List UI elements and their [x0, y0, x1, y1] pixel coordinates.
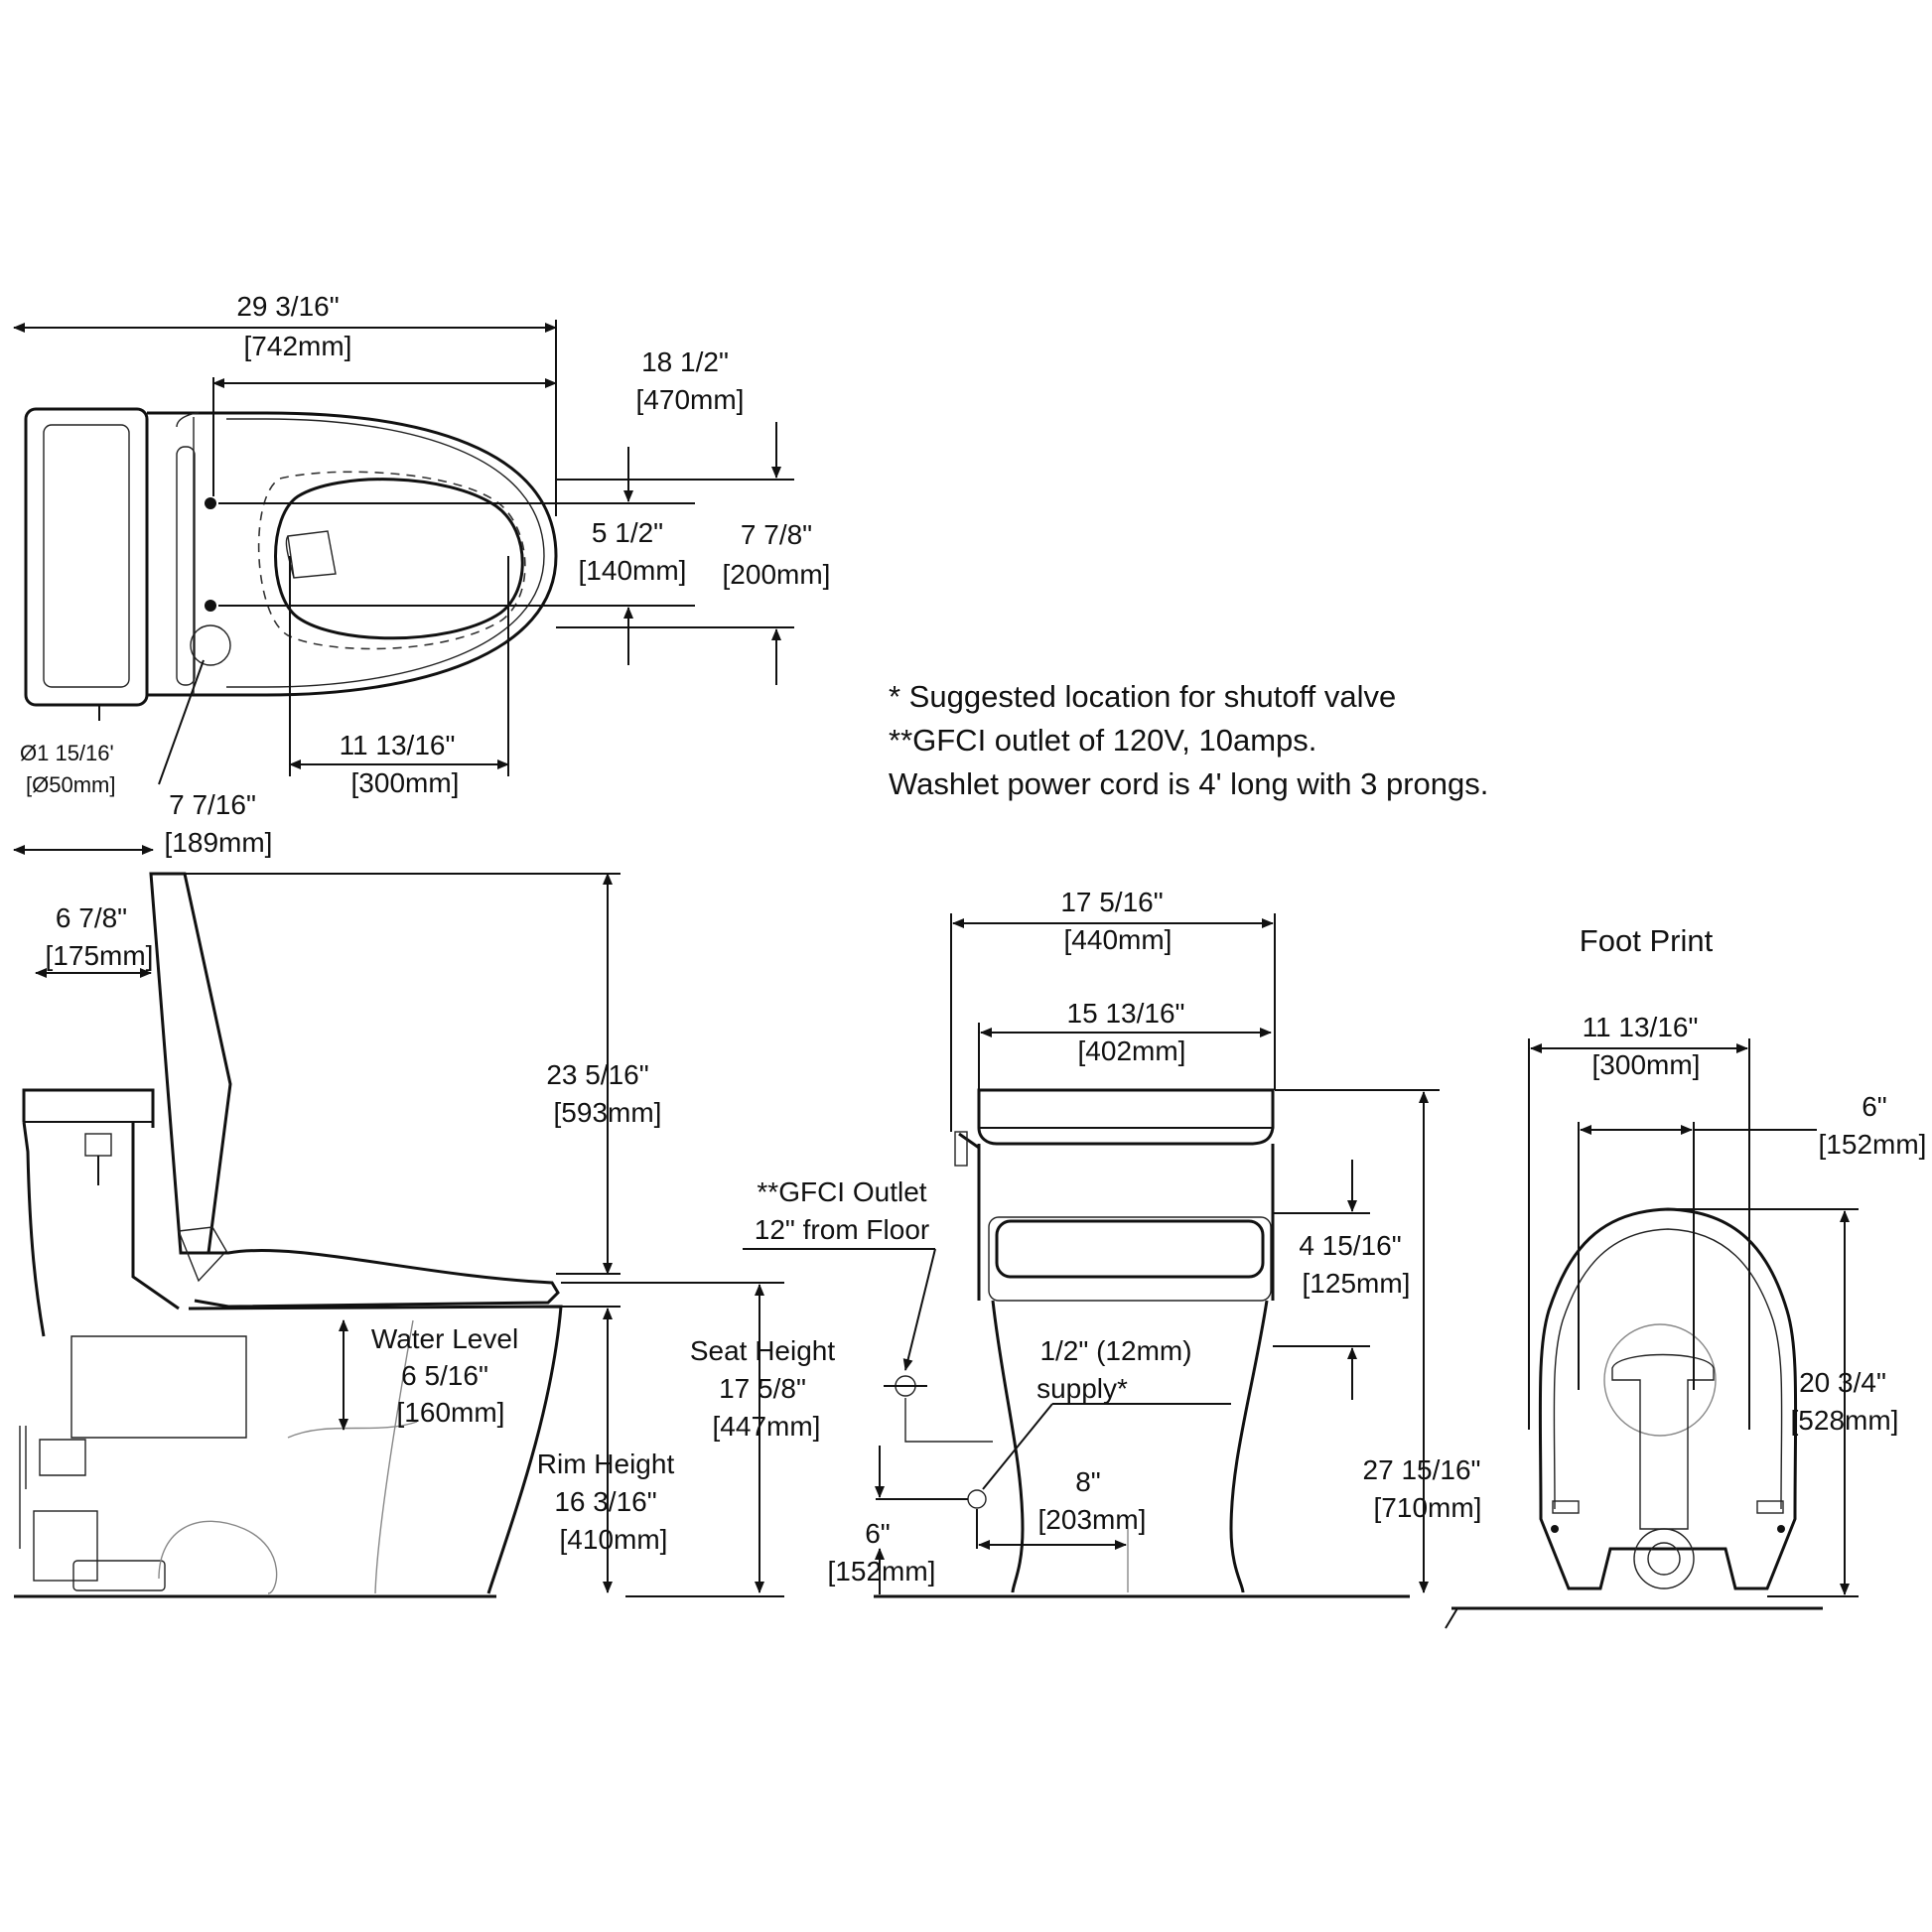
dim-rim-height-mm: [410mm]	[560, 1524, 668, 1555]
side-tank-lid	[22, 1088, 155, 1128]
side-seat	[194, 1249, 560, 1309]
dim-seat-height-in: 17 5/8"	[719, 1373, 806, 1404]
dim-bolt-spacing-in: 5 1/2"	[592, 517, 663, 548]
dim-tank-width-mm: [402mm]	[1078, 1035, 1186, 1066]
front-flush-lever	[954, 1131, 968, 1167]
dim-footprint-inner-mm: [152mm]	[1819, 1129, 1927, 1160]
side-bowl-front	[188, 1305, 563, 1594]
top-view: 29 3/16" [742mm] 18 1/2" [470mm] 5 1/2" …	[13, 291, 831, 798]
footprint-outline	[1538, 1207, 1798, 1590]
dim-tank-width-in: 15 13/16"	[1067, 998, 1185, 1029]
top-bowl-opening	[274, 478, 524, 640]
top-tank-lid	[43, 424, 130, 688]
dim-supply-offset-front-mm: [203mm]	[1038, 1504, 1147, 1535]
front-tank	[977, 1088, 1275, 1146]
top-seat-outline	[226, 418, 545, 688]
footprint-trap	[1603, 1323, 1717, 1437]
dim-supply-offset-in: 7 7/8"	[741, 519, 812, 550]
dim-footprint-length-mm: [528mm]	[1791, 1405, 1899, 1436]
front-seat	[995, 1219, 1265, 1279]
note-gfci-outlet: **GFCI outlet of 120V, 10amps.	[889, 723, 1316, 758]
dim-seat-gap-mm: [125mm]	[1303, 1268, 1411, 1299]
side-water-level	[287, 1421, 418, 1439]
footprint-outlet-pipe	[1611, 1353, 1715, 1530]
dim-footprint-width-mm: [300mm]	[1592, 1049, 1701, 1080]
top-bolt-lower	[205, 600, 216, 612]
note-shutoff-valve: * Suggested location for shutoff valve	[889, 679, 1396, 714]
dim-front-height-mm: [710mm]	[1374, 1492, 1482, 1523]
dim-seat-open-in: 23 5/16"	[546, 1059, 648, 1090]
note-power-cord: Washlet power cord is 4' long with 3 pro…	[889, 766, 1488, 801]
notes-block: * Suggested location for shutoff valve *…	[889, 679, 1488, 801]
dim-supply-dia-mm: [Ø50mm]	[26, 772, 115, 797]
dim-seat-length-in: 18 1/2"	[641, 346, 729, 377]
dim-bolt-spacing-mm: [140mm]	[579, 555, 687, 586]
footprint-view: Foot Print 11 13/16" [300mm] 6" [152mm] …	[1445, 923, 1927, 1629]
dim-wall-clearance-in: 6 7/8"	[56, 902, 127, 933]
dim-seat-gap-in: 4 15/16"	[1299, 1230, 1401, 1261]
dim-supply-offset-front-in: 8"	[1075, 1466, 1101, 1497]
dim-wall-clearance-mm: [175mm]	[46, 940, 154, 971]
top-tank-outline	[24, 407, 149, 707]
dim-footprint-length-in: 20 3/4"	[1799, 1367, 1886, 1398]
label-supply-line2: supply*	[1036, 1373, 1128, 1404]
dim-rough-in-mm: [300mm]	[351, 767, 460, 798]
dim-front-height-in: 27 15/16"	[1363, 1454, 1481, 1485]
side-flush-lever	[84, 1133, 112, 1157]
label-gfci-line1: **GFCI Outlet	[757, 1176, 926, 1207]
side-hinge	[178, 1226, 227, 1283]
front-bowl-left	[991, 1300, 1025, 1593]
top-supply-hole	[190, 624, 231, 666]
dim-supply-offset-mm: [200mm]	[723, 559, 831, 590]
footprint-drain	[1633, 1528, 1695, 1589]
label-gfci-line2: 12" from Floor	[755, 1214, 929, 1245]
side-tank-body	[70, 1335, 247, 1439]
dim-tank-depth-mm: [189mm]	[165, 827, 273, 858]
dim-front-width-in: 17 5/16"	[1060, 887, 1163, 917]
label-supply-line1: 1/2" (12mm)	[1039, 1335, 1191, 1366]
dim-supply-height-in: 6"	[865, 1518, 891, 1549]
dim-seat-length-mm: [470mm]	[636, 384, 745, 415]
dim-front-width-mm: [440mm]	[1064, 924, 1173, 955]
dim-water-level-label: Water Level	[371, 1323, 518, 1354]
top-bowl-dash	[257, 471, 526, 650]
supply-valve-icon	[967, 1489, 987, 1509]
front-view: 17 5/16" [440mm] 15 13/16" [402mm] **GFC…	[743, 887, 1482, 1598]
front-bowl-right	[1229, 1300, 1269, 1593]
dim-water-level-in: 6 5/16"	[401, 1360, 488, 1391]
dim-overall-length-in: 29 3/16"	[236, 291, 339, 322]
dim-footprint-inner-in: 6"	[1862, 1091, 1887, 1122]
footprint-title: Foot Print	[1580, 923, 1714, 958]
dim-seat-open-mm: [593mm]	[554, 1097, 662, 1128]
dim-water-level-mm: [160mm]	[397, 1397, 505, 1428]
dim-seat-height-mm: [447mm]	[713, 1411, 821, 1442]
side-seat-lid-open	[149, 872, 232, 1255]
dim-rim-height-label: Rim Height	[537, 1449, 675, 1479]
side-tank-back	[22, 1121, 46, 1337]
dim-supply-dia-in: Ø1 15/16'	[20, 741, 114, 765]
dim-supply-height-mm: [152mm]	[828, 1556, 936, 1587]
dim-tank-depth-in: 7 7/16"	[169, 789, 256, 820]
top-nozzle	[287, 530, 337, 579]
dim-rough-in-in: 11 13/16"	[340, 730, 456, 760]
top-bolt-upper	[205, 497, 216, 509]
dim-footprint-width-in: 11 13/16"	[1583, 1012, 1699, 1042]
dim-seat-height-label: Seat Height	[690, 1335, 836, 1366]
side-view: 7 7/16" [189mm] 6 7/8" [175mm] 23 5/16" …	[13, 789, 836, 1598]
dim-rim-height-in: 16 3/16"	[554, 1486, 656, 1517]
top-bowl-outline	[147, 411, 558, 697]
dim-overall-length-mm: [742mm]	[244, 331, 352, 361]
